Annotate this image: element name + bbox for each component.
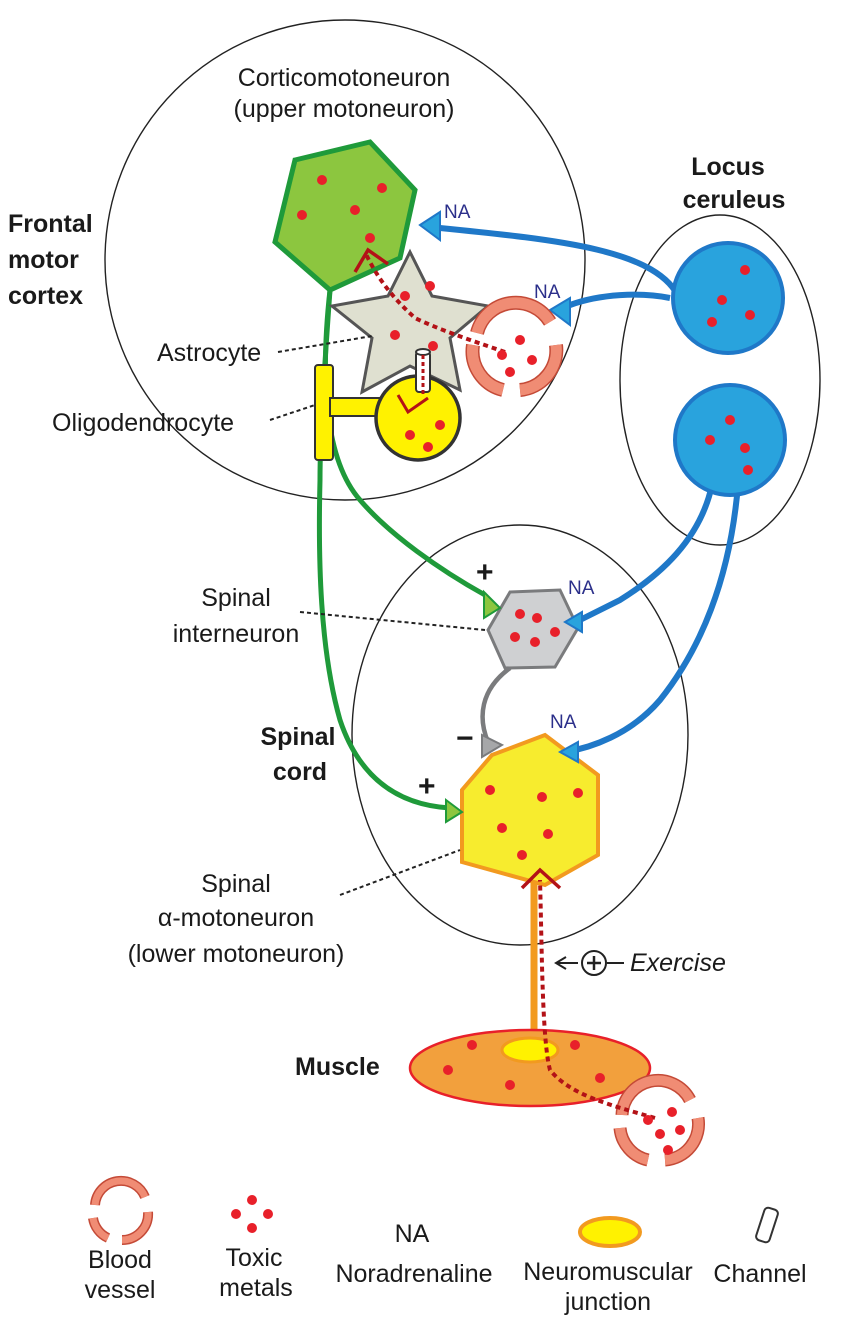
na-label-interneuron: NA [568,578,595,599]
na-synapse-vessel [548,296,571,327]
na-synapse-interneuron [563,610,583,634]
oligodendrocyte-process [329,397,381,417]
toxic-metal-path-cortex [363,251,506,354]
na-label-vessel: NA [534,282,561,303]
legend-toxic-label-1: Toxic [226,1244,283,1272]
locus-label-2: ceruleus [683,186,786,214]
legend-channel-label: Channel [713,1260,806,1288]
legend-nmj-label-2: junction [564,1288,651,1316]
locus-label-1: Locus [691,153,765,181]
toxic-metal-path-muscle [538,879,656,1120]
leader-interneuron [299,611,486,631]
legend-channel-icon [755,1206,779,1244]
toxic-metal-path-muscle-arrowhead [520,867,562,890]
spinal-cord-label-1: Spinal [260,723,335,751]
spinal-cord-region [351,524,689,946]
locus-ceruleus-neuron-lower [673,383,787,497]
astrocyte-label: Astrocyte [157,339,261,367]
inhibitory-synapse [481,733,505,759]
upper-motoneuron [272,139,418,293]
na-label-cortex: NA [444,202,471,223]
excitatory-synapse-motoneuron [445,798,464,824]
spinal-inter-label-2: interneuron [173,620,299,648]
legend-blood-label-2: vessel [85,1276,156,1304]
locus-ceruleus-region [619,214,821,546]
legend-blood-vessel-icon [88,1175,154,1246]
na-synapse-alpha-motoneuron [557,740,579,764]
leader-alpha-motoneuron [339,849,461,896]
frontal-label-2: motor [8,246,79,274]
spinal-alpha-label-1: Spinal [201,870,271,898]
na-axon-to-upper-motoneuron [439,225,683,302]
legend-toxic-label-2: metals [219,1274,293,1302]
oligodendrocyte-arrowhead [396,394,429,415]
toxic-metal-dots [297,175,755,1155]
locus-ceruleus-neuron-upper [671,241,785,355]
blood-vessel-muscle [613,1073,705,1167]
spinal-alpha-label-3: (lower motoneuron) [128,940,345,968]
na-axon-to-vessel [568,291,671,308]
exercise-label: Exercise [630,949,726,977]
cortex-neuron-label-1: Corticomotoneuron [238,64,451,92]
legend-noradrenaline-label: Noradrenaline [335,1260,492,1288]
na-axon-to-interneuron [578,484,715,623]
spinal-cord-label-2: cord [273,758,327,786]
astrocyte [328,248,492,395]
legend-nmj-icon [578,1216,642,1248]
exercise-arrowhead [554,956,567,970]
minus-inhibitory: − [456,722,474,755]
spinal-interneuron [486,588,580,670]
leader-astrocyte [277,335,373,353]
channel-cortex-top [415,348,431,356]
legend-toxic-metals-icon [231,1195,273,1233]
plus-interneuron: + [476,556,494,589]
toxic-metal-path-cortex-arrowhead [353,247,390,273]
spinal-alpha-label-2: α-motoneuron [158,904,314,932]
cortex-neuron-label-2: (upper motoneuron) [234,95,455,123]
blood-vessel-cortex [465,295,564,397]
legend-nmj-label-1: Neuromuscular [523,1258,693,1286]
frontal-cortex-region [104,19,586,501]
frontal-label-1: Frontal [8,210,93,238]
excitatory-synapse-interneuron [483,589,502,620]
na-axon-to-alpha-motoneuron [564,484,741,755]
legend-blood-label-1: Blood [88,1246,152,1274]
spinal-inter-label-1: Spinal [201,584,271,612]
plus-motoneuron: + [418,770,436,803]
frontal-label-3: cortex [8,282,83,310]
na-synapse-upper-motoneuron [418,210,441,242]
legend-na-symbol: NA [395,1220,430,1248]
oligodendrocyte-label: Oligodendrocyte [52,409,234,437]
spinal-alpha-motoneuron [460,732,600,888]
neuromuscular-junction [500,1036,560,1064]
leader-oligodendrocyte [269,404,316,421]
interneuron-inhibitory-axon [480,666,512,743]
na-label-alpha: NA [550,712,577,733]
legend: Blood vessel Toxic metals NA Noradrenali… [85,1175,807,1316]
muscle-label: Muscle [295,1053,380,1081]
